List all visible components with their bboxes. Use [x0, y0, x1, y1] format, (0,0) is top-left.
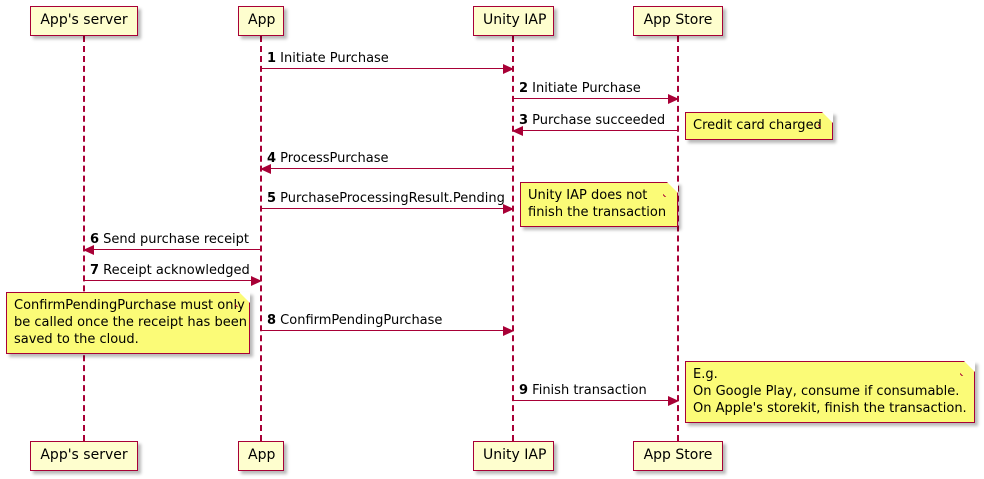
lifeline-unityiap	[512, 36, 514, 441]
lifeline-server	[83, 36, 85, 441]
message-text-5: PurchaseProcessingResult.Pending	[276, 191, 505, 206]
message-label-5: 5 PurchaseProcessingResult.Pending	[267, 191, 505, 206]
message-arrow-1	[261, 64, 514, 74]
message-label-9: 9 Finish transaction	[519, 383, 647, 398]
arrowhead-left-icon	[83, 245, 94, 255]
message-label-8: 8 ConfirmPendingPurchase	[267, 313, 442, 328]
message-number-8: 8	[267, 313, 277, 328]
message-text-7: Receipt acknowledged	[99, 263, 250, 278]
message-label-6: 6 Send purchase receipt	[90, 232, 249, 247]
message-number-6: 6	[90, 232, 100, 247]
message-text-2: Initiate Purchase	[528, 81, 641, 96]
note-confirm-pending: ConfirmPendingPurchase must only be call…	[6, 292, 250, 354]
message-arrow-4	[260, 164, 513, 174]
arrowhead-right-icon	[251, 276, 262, 286]
note-credit-card-text: Credit card charged	[693, 118, 822, 133]
arrowhead-right-icon	[503, 204, 514, 214]
message-number-3: 3	[519, 113, 529, 128]
note-fold-edge-icon	[663, 182, 678, 197]
participant-appstore-bottom[interactable]: App Store	[633, 441, 723, 471]
arrowhead-left-icon	[512, 126, 523, 136]
message-text-4: ProcessPurchase	[276, 151, 389, 166]
participant-unityiap-top[interactable]: Unity IAP	[473, 6, 554, 36]
participant-unityiap-bottom[interactable]: Unity IAP	[473, 441, 554, 471]
arrowhead-right-icon	[668, 396, 679, 406]
arrowhead-left-icon	[260, 164, 271, 174]
lifeline-appstore	[677, 36, 679, 441]
message-arrow-2	[513, 94, 679, 104]
message-number-2: 2	[519, 81, 529, 96]
note-confirm-pending-text: ConfirmPendingPurchase must only be call…	[14, 298, 247, 347]
message-label-4: 4 ProcessPurchase	[267, 151, 389, 166]
participant-server-top[interactable]: App's server	[30, 6, 138, 36]
note-unity-iap-pending: Unity IAP does not finish the transactio…	[520, 182, 678, 227]
note-fold-edge-icon	[960, 361, 975, 376]
message-text-6: Send purchase receipt	[99, 232, 250, 247]
message-label-3: 3 Purchase succeeded	[519, 113, 665, 128]
note-fold-edge-icon	[818, 112, 833, 127]
message-number-5: 5	[267, 191, 277, 206]
message-text-1: Initiate Purchase	[276, 51, 389, 66]
message-number-1: 1	[267, 51, 277, 66]
participant-server-bottom[interactable]: App's server	[30, 441, 138, 471]
lifeline-app	[260, 36, 262, 441]
message-number-7: 7	[90, 263, 100, 278]
arrowhead-right-icon	[503, 64, 514, 74]
message-arrow-5	[261, 204, 514, 214]
note-fold-edge-icon	[235, 292, 250, 307]
note-credit-card: Credit card charged	[685, 112, 833, 140]
message-arrow-9	[513, 396, 679, 406]
note-unity-iap-pending-text: Unity IAP does not finish the transactio…	[528, 188, 667, 220]
message-label-7: 7 Receipt acknowledged	[90, 263, 250, 278]
message-arrow-3	[512, 126, 678, 136]
message-number-9: 9	[519, 383, 529, 398]
note-finish-examples: E.g. On Google Play, consume if consumab…	[685, 361, 975, 423]
arrowhead-right-icon	[503, 326, 514, 336]
participant-app-bottom[interactable]: App	[238, 441, 284, 471]
message-arrow-8	[261, 326, 514, 336]
participant-app-top[interactable]: App	[238, 6, 284, 36]
participant-appstore-top[interactable]: App Store	[633, 6, 723, 36]
arrowhead-right-icon	[668, 94, 679, 104]
message-label-2: 2 Initiate Purchase	[519, 81, 641, 96]
message-text-3: Purchase succeeded	[528, 113, 666, 128]
message-number-4: 4	[267, 151, 277, 166]
message-arrow-7	[84, 276, 262, 286]
message-text-9: Finish transaction	[528, 383, 647, 398]
message-text-8: ConfirmPendingPurchase	[276, 313, 443, 328]
message-label-1: 1 Initiate Purchase	[267, 51, 389, 66]
message-arrow-6	[83, 245, 261, 255]
note-finish-examples-text: E.g. On Google Play, consume if consumab…	[693, 367, 967, 416]
